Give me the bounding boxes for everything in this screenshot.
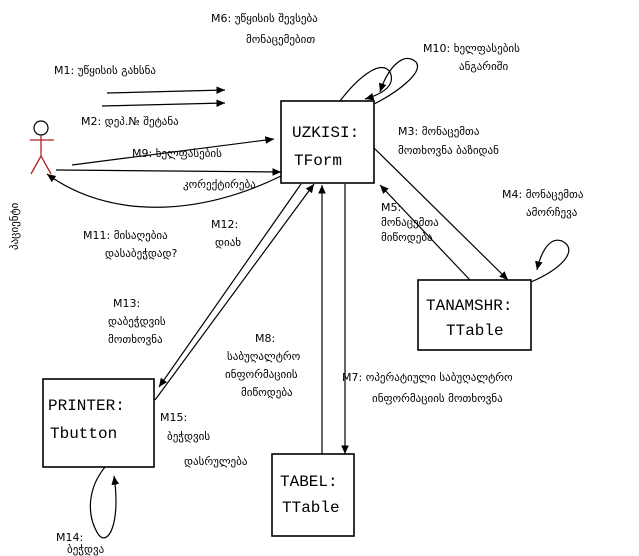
m11-label-2: დასაბეჭდად? — [105, 247, 177, 260]
object-tabel: TABEL: TTable — [271, 453, 355, 537]
m12-label-2: დიახ — [215, 236, 241, 249]
message-m15: M15: ბეჭდვის დასრულება — [154, 183, 315, 468]
m5-arrow — [379, 184, 471, 281]
m4-label-2: ამორჩევა — [526, 206, 578, 219]
m15-label-1: M15: — [160, 411, 187, 424]
uzkisi-line-2: TForm — [294, 152, 342, 170]
m8-label-2: საბუღალტრო — [227, 350, 301, 363]
object-printer: PRINTER: Tbutton — [42, 378, 155, 468]
m3-arrow — [373, 147, 509, 281]
tabel-line-1: TABEL: — [280, 473, 338, 491]
m6-label-1: M6: უწყისის შევსება — [211, 12, 318, 25]
m8-label-3: ინფორმაციის — [225, 368, 298, 381]
uzkisi-box — [280, 100, 375, 184]
m15-arrow — [154, 183, 315, 401]
m15-label-3: დასრულება — [184, 455, 248, 468]
m14-loop-arrow — [89, 466, 120, 539]
m9-label-2: კორექტირება — [183, 178, 256, 191]
object-tanamshr: TANAMSHR: TTable — [417, 279, 532, 351]
m9-label-1: M9: ხელფასების — [132, 147, 222, 160]
actor-leg-left — [30, 155, 42, 175]
m1-arrow — [106, 86, 226, 95]
m7-label-2: ინფორმაციის მოთხოვნა — [372, 392, 503, 405]
m13-label-3: მოთხოვნა — [108, 333, 163, 346]
m11-arrow — [46, 173, 282, 208]
message-m9: M9: ხელფასების კორექტირება — [71, 136, 275, 191]
actor-head-icon — [33, 120, 49, 136]
m5-label-2: მონაცემთა — [381, 216, 439, 229]
tanamshr-box — [417, 279, 532, 351]
m11-label-1: M11: მისაღებია — [83, 229, 168, 242]
m9-arrow — [71, 136, 275, 166]
message-m10: M10: ხელფასების ანგარიში — [373, 42, 520, 105]
printer-line-2: Tbutton — [50, 425, 117, 443]
message-m6: M6: უწყისის შევსება მონაცემებით — [211, 12, 392, 102]
m8-label-4: მიწოდება — [241, 386, 293, 399]
tabel-line-2: TTable — [282, 499, 340, 517]
tanamshr-line-2: TTable — [446, 322, 504, 340]
m14-label-1: M14: — [56, 531, 83, 544]
m3-label-1: M3: მონაცემთა — [398, 125, 480, 138]
tanamshr-line-1: TANAMSHR: — [426, 297, 512, 315]
message-m11: M11: მისაღებია დასაბეჭდად? — [46, 173, 282, 260]
m10-label-2: ანგარიში — [459, 60, 508, 73]
m2-label: M2: დეპ.№ შეტანა — [81, 115, 179, 128]
m5-label-3: მიწოდება — [381, 231, 433, 244]
m3-label-2: მოთხოვნა ბაზიდან — [398, 144, 499, 157]
printer-box — [42, 378, 155, 468]
message-m12: M12: დიახ — [55, 168, 282, 249]
message-m8: M8: საბუღალტრო ინფორმაციის მიწოდება — [225, 185, 326, 454]
m12-arrow — [55, 168, 282, 176]
object-uzkisi: UZKISI: TForm — [280, 100, 375, 184]
m15-label-2: ბეჭდვის — [167, 430, 210, 443]
m2-arrow — [101, 99, 226, 108]
m6-label-2: მონაცემებით — [246, 33, 315, 46]
message-m7: M7: ოპერატიული საბუღალტრო ინფორმაციის მო… — [341, 184, 513, 454]
m13-arrow — [158, 183, 302, 388]
message-m1: M1: უწყისის გახსნა — [54, 64, 226, 95]
message-m3: M3: მონაცემთა მოთხოვნა ბაზიდან — [373, 125, 509, 281]
m8-label-1: M8: — [255, 332, 275, 345]
m4-label-1: M4: მონაცემთა — [502, 188, 584, 201]
printer-line-1: PRINTER: — [48, 397, 125, 415]
m13-label-1: M13: — [113, 297, 140, 310]
message-m14: M14: ბეჭდვა — [56, 466, 120, 556]
m14-label-2: ბეჭდვა — [67, 543, 105, 556]
message-m4: M4: მონაცემთა ამორჩევა — [502, 188, 584, 283]
m13-label-2: დაბეჭდვის — [108, 315, 166, 328]
uzkisi-line-1: UZKISI: — [292, 124, 359, 142]
m12-label-1: M12: — [211, 218, 238, 231]
tabel-box — [271, 453, 355, 537]
m10-loop-arrow — [373, 57, 419, 105]
m4-loop-arrow — [530, 239, 570, 283]
actor — [30, 120, 54, 175]
actor-leg-right — [40, 155, 52, 175]
m7-label-1: M7: ოპერატიული საბუღალტრო — [342, 371, 513, 384]
actor-label: პაციენტი — [8, 202, 21, 250]
message-m5: M5: მონაცემთა მიწოდება — [379, 184, 471, 281]
m10-label-1: M10: ხელფასების — [423, 42, 520, 55]
message-m13: M13: დაბეჭდვის მოთხოვნა — [108, 183, 302, 388]
message-m2: M2: დეპ.№ შეტანა — [81, 99, 226, 128]
m5-label-1: M5: — [381, 201, 401, 214]
m6-loop-arrow — [339, 67, 392, 102]
m1-label: M1: უწყისის გახსნა — [54, 64, 156, 77]
